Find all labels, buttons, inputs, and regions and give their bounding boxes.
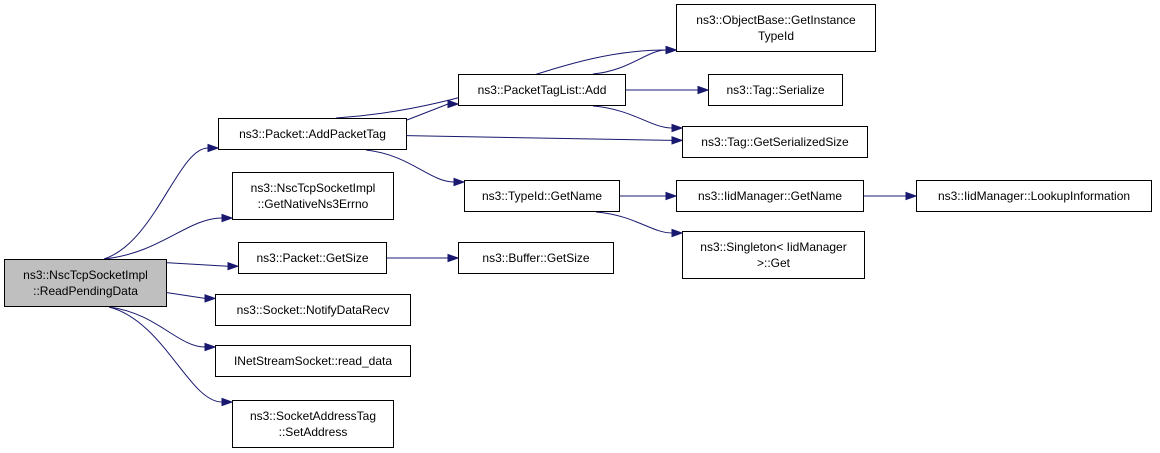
node-objectbase-get-instance-typeid[interactable]: ns3::ObjectBase::GetInstance TypeId — [676, 4, 876, 52]
node-read-pending-data[interactable]: ns3::NscTcpSocketImpl ::ReadPendingData — [4, 259, 167, 307]
arrowhead-read_pending-to-get_native_errno — [221, 213, 234, 223]
edge-read_pending-to-read_data — [108, 306, 206, 348]
node-packet-tag-list-add[interactable]: ns3::PacketTagList::Add — [458, 74, 626, 106]
node-iidmanager-lookup-information[interactable]: ns3::IidManager::LookupInformation — [916, 180, 1152, 212]
node-inetstreamsocket-read-data[interactable]: INetStreamSocket::read_data — [215, 345, 411, 377]
node-tag-serialize[interactable]: ns3::Tag::Serialize — [708, 74, 843, 106]
arrowhead-read_pending-to-add_packet_tag — [207, 143, 220, 153]
arrowhead-iid_get_name-to-lookup_info — [905, 191, 918, 201]
node-packet-get-size[interactable]: ns3::Packet::GetSize — [238, 242, 387, 274]
edge-add_packet_tag-to-tag_serialized_size — [406, 135, 673, 141]
arrowhead-add_packet_tag-to-typeid_get_name — [453, 177, 466, 187]
edge-add_packet_tag-to-typeid_get_name — [365, 149, 455, 183]
node-socket-notify-data-recv[interactable]: ns3::Socket::NotifyDataRecv — [215, 294, 411, 326]
node-typeid-get-name[interactable]: ns3::TypeId::GetName — [464, 180, 620, 212]
edge-typeid_get_name-to-singleton_get — [595, 211, 673, 234]
arrowhead-tag_list_add-to-tag_serialized_size — [671, 123, 684, 133]
arrowhead-add_packet_tag-to-tag_list_add — [447, 99, 460, 109]
edge-read_pending-to-add_packet_tag — [103, 147, 209, 260]
edge-add_packet_tag-to-tag_list_add — [406, 103, 449, 121]
arrowhead-tag_list_add-to-tag_serialize — [697, 85, 710, 95]
arrowhead-read_pending-to-notify_data_recv — [204, 294, 217, 303]
arrowhead-read_pending-to-set_address — [221, 397, 234, 407]
arrowhead-typeid_get_name-to-iid_get_name — [665, 191, 678, 201]
node-tag-get-serialized-size[interactable]: ns3::Tag::GetSerializedSize — [682, 126, 868, 158]
arrowhead-tag_list_add-to-get_instance_typeid — [665, 45, 678, 55]
arrowhead-add_packet_tag-to-tag_serialized_size — [671, 136, 684, 145]
edge-tag_list_add-to-tag_serialized_size — [592, 105, 673, 129]
edge-read_pending-to-get_native_errno — [103, 217, 223, 260]
node-iidmanager-get-name[interactable]: ns3::IidManager::GetName — [676, 180, 864, 212]
node-singleton-iidmanager-get[interactable]: ns3::Singleton< IidManager >::Get — [682, 231, 865, 279]
arrowhead-read_pending-to-packet_get_size — [227, 262, 240, 271]
arrowhead-read_pending-to-read_data — [204, 342, 217, 352]
node-get-native-ns3-errno[interactable]: ns3::NscTcpSocketImpl ::GetNativeNs3Errn… — [232, 172, 394, 220]
edge-read_pending-to-notify_data_recv — [166, 292, 206, 299]
node-packet-add-packet-tag[interactable]: ns3::Packet::AddPacketTag — [218, 118, 407, 150]
arrowhead-packet_get_size-to-buffer_get_size — [447, 253, 460, 263]
node-socket-address-tag-set-address[interactable]: ns3::SocketAddressTag ::SetAddress — [232, 400, 394, 448]
node-buffer-get-size[interactable]: ns3::Buffer::GetSize — [458, 242, 614, 274]
arrowhead-typeid_get_name-to-singleton_get — [671, 228, 684, 238]
edge-tag_list_add-to-get_instance_typeid — [592, 49, 667, 75]
edge-read_pending-to-set_address — [108, 306, 223, 403]
